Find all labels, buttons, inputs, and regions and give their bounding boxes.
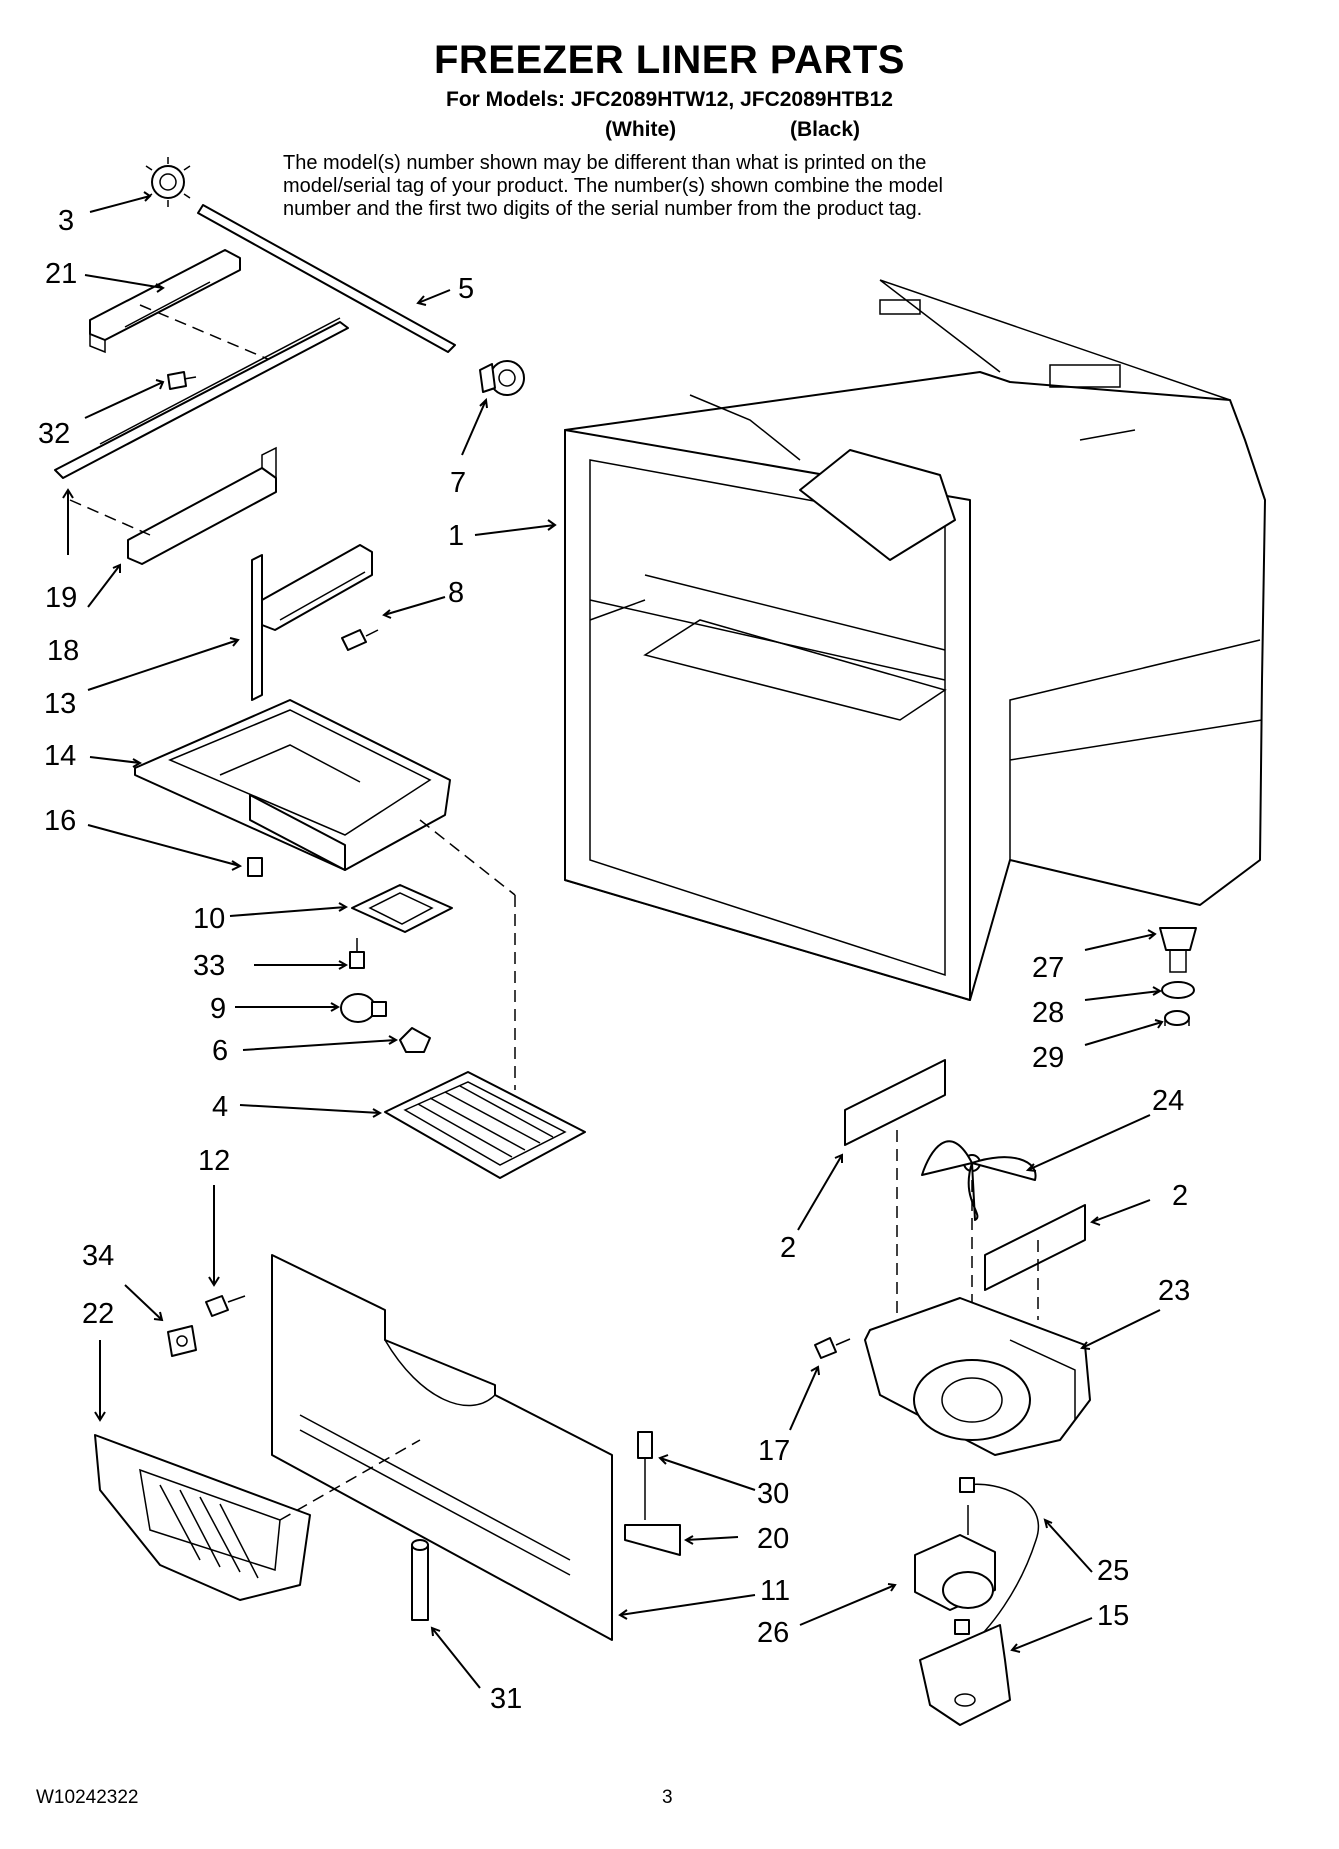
notice-line: The model(s) number shown may be differe… [283,152,927,174]
callout-32: 32 [38,418,70,450]
rail-part-19 [54,317,349,479]
tray-part-14 [134,699,451,871]
callout-25: 25 [1097,1555,1129,1587]
grille-part-4 [384,819,586,1179]
callout-14: 14 [44,740,76,772]
rod-part-5 [197,204,456,353]
washer-part-28 [1161,981,1195,999]
model-number-notice: The model(s) number shown may be differe… [283,152,1083,221]
insulation-part-2-upper [844,1059,946,1146]
rear-panel-part-11 [271,1254,613,1641]
callout-19: 19 [45,582,77,614]
socket-part-6 [399,1027,431,1053]
callout-20: 20 [757,1523,789,1555]
callout-labels: 3 21 5 32 7 19 1 8 18 13 14 16 10 33 9 6… [38,205,1190,1715]
gear-part-3 [145,157,191,207]
models-line: For Models: JFC2089HTW12, JFC2089HTB12 [446,88,893,111]
wire-part-25 [959,1477,1039,1651]
slide-part-18 [69,446,277,565]
callout-34: 34 [82,1240,114,1272]
clip-part-34 [167,1325,197,1357]
callout-26: 26 [757,1617,789,1649]
document-number: W10242322 [36,1787,139,1808]
callout-17: 17 [758,1435,790,1467]
tube-part-31 [411,1539,429,1621]
callout-2-right: 2 [1172,1180,1188,1212]
strip-part-20 [624,1524,681,1556]
callout-30: 30 [757,1478,789,1510]
callout-5: 5 [458,273,474,305]
motor-part-26 [914,1505,996,1611]
callout-9: 9 [210,993,226,1025]
callout-4: 4 [212,1091,228,1123]
screw-part-33 [349,938,365,969]
callout-16: 16 [44,805,76,837]
page-title: FREEZER LINER PARTS [433,38,905,82]
insulation-part-2-lower [984,1204,1086,1291]
callout-21: 21 [45,258,77,290]
part-drawings [54,157,1266,1726]
front-grille-part-22 [94,1434,421,1601]
callout-33: 33 [193,950,225,982]
lamp-housing-part-10 [351,884,453,933]
sensor-part-30 [637,1431,653,1520]
color-white-label: (White) [605,118,677,141]
callout-23: 23 [1158,1275,1190,1307]
callout-31: 31 [490,1683,522,1715]
notice-line: model/serial tag of your product. The nu… [283,175,943,197]
screw-part-12 [205,1295,246,1317]
callout-3: 3 [58,205,74,237]
slide-part-21 [89,249,271,361]
notice-line: number and the first two digits of the s… [283,198,923,220]
callout-29: 29 [1032,1042,1064,1074]
callout-28: 28 [1032,997,1064,1029]
callout-2-left: 2 [780,1232,796,1264]
callout-1: 1 [448,520,464,552]
screw-part-8 [341,629,379,651]
callout-6: 6 [212,1035,228,1067]
callout-8: 8 [448,577,464,609]
fan-blade-part-24 [921,1140,1037,1221]
color-black-label: (Black) [790,118,861,141]
screw-part-32 [167,371,197,390]
page-number: 3 [662,1787,673,1808]
callout-11: 11 [760,1575,790,1607]
callout-27: 27 [1032,952,1064,984]
flange-part-27 [1159,927,1197,973]
callout-13: 13 [44,688,76,720]
callout-22: 22 [82,1298,114,1330]
fan-housing-part-23 [864,1297,1091,1456]
cap-part-29 [1164,1010,1190,1026]
screw-part-17 [814,1337,851,1359]
bulb-part-9 [340,993,387,1023]
freezer-liner-part-1 [564,279,1266,1001]
callout-15: 15 [1097,1600,1129,1632]
callout-7: 7 [450,467,466,499]
callout-12: 12 [198,1145,230,1177]
gear-part-7 [479,360,525,396]
leader-lines [62,191,1164,1689]
callout-10: 10 [193,903,225,935]
motor-bracket-part-15 [919,1619,1011,1726]
clip-part-16 [247,857,263,877]
bracket-part-13 [251,544,373,701]
callout-24: 24 [1152,1085,1184,1117]
callout-18: 18 [47,635,79,667]
